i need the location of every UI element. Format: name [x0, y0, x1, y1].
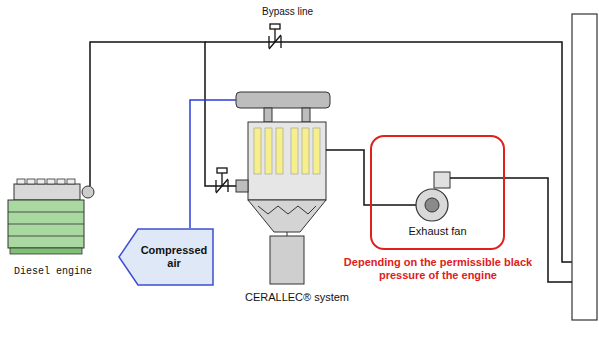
pentagon-outline — [118, 228, 214, 286]
node-label: Exhaust fan — [372, 225, 503, 238]
valve-symbol — [269, 24, 281, 49]
valve-symbol — [216, 168, 228, 193]
node-label: Compressed air — [138, 244, 210, 270]
node-label: CERALLEC® system — [236, 291, 358, 304]
engine-illustration — [8, 176, 94, 254]
pipe-connector — [90, 42, 236, 186]
stack — [572, 14, 597, 320]
note-text: Depending on the permissible black press… — [340, 256, 536, 282]
bypass-pipe — [205, 42, 572, 262]
air-supply-node: Compressed air — [118, 228, 214, 286]
filter-unit-illustration — [236, 92, 358, 284]
filter-system-node: CERALLEC® system — [236, 88, 358, 306]
pipe-connector — [190, 100, 236, 228]
pipe-connector — [358, 150, 370, 205]
fan-node: Exhaust fan — [370, 135, 505, 250]
pipe-label: Bypass line — [262, 6, 332, 18]
node-label: Diesel engine — [3, 266, 103, 278]
engine-node: Diesel engine — [3, 176, 103, 280]
